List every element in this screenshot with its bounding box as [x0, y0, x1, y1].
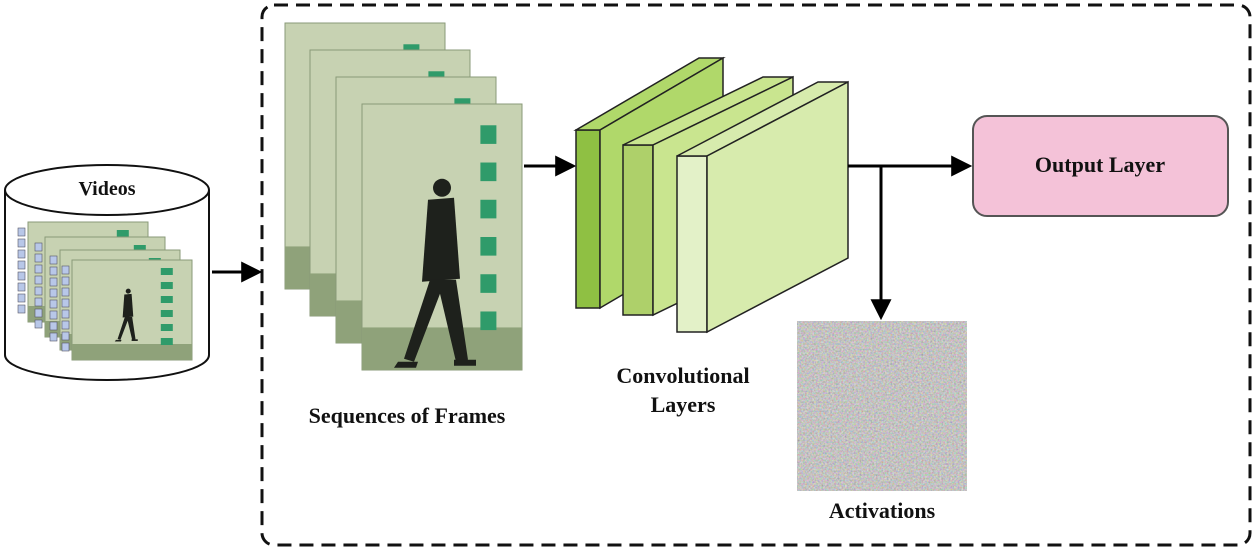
videos-label: Videos	[78, 178, 135, 200]
cylinder-top	[4, 164, 210, 216]
convolutional-layers	[573, 56, 849, 334]
output-layer-box: Output Layer	[972, 115, 1229, 217]
activations-label: Activations	[829, 498, 936, 523]
frame-sequence	[284, 22, 523, 371]
conv-label-line2: Layers	[651, 392, 716, 417]
sequences-label: Sequences of Frames	[309, 403, 506, 428]
frame-4	[361, 103, 523, 371]
video-thumbnail-4	[61, 259, 193, 361]
video-database: Videos	[4, 164, 210, 381]
video-thumbnails	[17, 221, 193, 361]
conv-layer-3	[676, 80, 849, 334]
output-label: Output Layer	[1035, 152, 1165, 177]
activations-map	[797, 321, 967, 491]
conv-label-line1: Convolutional	[616, 363, 749, 388]
